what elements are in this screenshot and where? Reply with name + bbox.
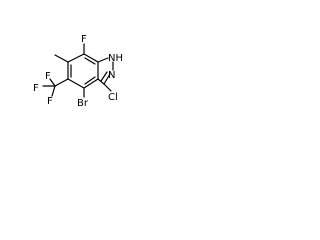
atom-labels: F NH N Cl Br F F F [33,34,123,109]
bond-n2-c3 [103,73,111,85]
atom-label-fluorine-top: F [81,34,87,45]
bond-c3-cl [103,83,112,92]
bond-n2-c3-inner [100,71,108,82]
atom-label-n: N [108,70,115,81]
bond-c3a-c4-inner [84,76,96,85]
substituent-bonds [42,43,112,98]
atom-label-bromine: Br [77,98,89,109]
atom-label-cf3-f-left: F [33,83,39,94]
bond-cf3-f-top [49,78,56,87]
bond-c3-c3a [97,78,105,85]
bond-c4-c5 [67,78,85,89]
atom-label-cf3-f-bottom: F [47,96,53,107]
bond-c5-cf3 [54,78,69,87]
bond-c7a-n1 [97,57,109,63]
bond-c3a-c4 [83,78,99,89]
bond-c6-methyl [54,54,69,63]
pyrazole-ring [97,57,114,85]
molecule-structure-diagram: F NH N Cl Br F F F [33,34,123,109]
atom-label-chlorine: Cl [108,92,118,103]
bond-c7-c7a-inner [84,57,96,65]
atom-label-nh: NH [108,53,123,64]
bond-cf3-f-bottom [51,85,56,97]
benzene-ring [67,53,99,89]
bond-c7-c7a [83,53,99,63]
bond-c6-c7 [67,53,85,63]
atom-label-cf3-f-top: F [45,71,51,82]
